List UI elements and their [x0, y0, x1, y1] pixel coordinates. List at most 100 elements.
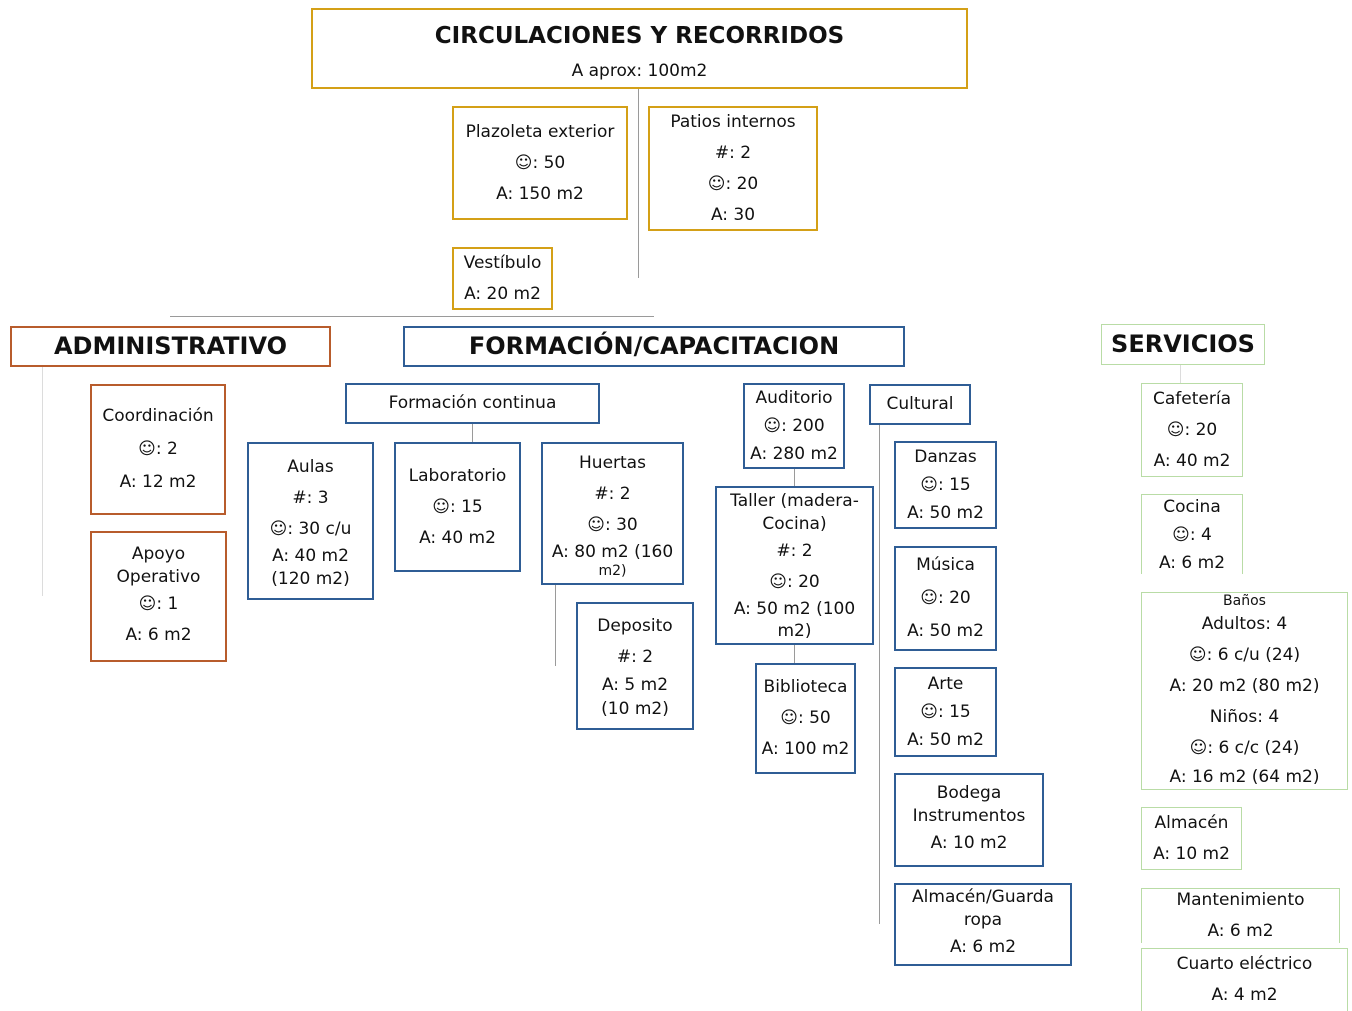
node-coordinacion-line: ☺: 2: [138, 439, 178, 459]
cultural-title: Cultural: [886, 394, 954, 414]
servicios-title: SERVICIOS: [1111, 330, 1255, 358]
node-biblioteca: Biblioteca ☺: 50 A: 100 m2: [755, 663, 856, 774]
node-biblioteca-line: A: 100 m2: [761, 739, 850, 759]
node-laboratorio-line: ☺: 15: [432, 496, 483, 517]
node-vestibulo: Vestíbulo A: 20 m2: [452, 247, 553, 310]
node-biblioteca-line: ☺: 50: [780, 708, 831, 728]
node-deposito-line: #: 2: [616, 647, 654, 667]
connector: [42, 366, 43, 596]
node-auditorio-line: A: 280 m2: [750, 444, 838, 464]
node-almacen-servicios-line: Almacén: [1154, 812, 1229, 833]
node-danzas-line: Danzas: [914, 447, 977, 467]
node-plazoleta: Plazoleta exterior ☺: 50 A: 150 m2: [452, 106, 628, 220]
node-huertas-line: ☺: 30: [587, 515, 638, 535]
node-almacen-guarda-line: A: 6 m2: [949, 937, 1017, 957]
connector: [794, 644, 795, 664]
node-musica-line: Música: [916, 555, 975, 575]
node-almacen-servicios: Almacén A: 10 m2: [1141, 807, 1242, 870]
node-coordinacion-line: Coordinación: [102, 406, 214, 426]
node-apoyo-line: ☺: 1: [138, 593, 179, 614]
node-cocina-line: Cocina: [1163, 496, 1221, 517]
node-aulas: Aulas #: 3 ☺: 30 c/u A: 40 m2 (120 m2): [247, 442, 374, 600]
node-taller-line: #: 2: [776, 541, 813, 561]
node-aulas-line: Aulas: [287, 456, 334, 477]
node-coordinacion: Coordinación ☺: 2 A: 12 m2: [90, 384, 226, 515]
node-patios-line: #: 2: [714, 142, 752, 163]
node-banos: Baños Adultos: 4 ☺: 6 c/u (24) A: 20 m2 …: [1141, 592, 1348, 790]
node-laboratorio-line: A: 40 m2: [419, 527, 496, 548]
connector: [1180, 365, 1181, 385]
formacion-header: FORMACIÓN/CAPACITACION: [403, 326, 905, 367]
node-cafeteria-line: A: 40 m2: [1153, 450, 1231, 471]
node-almacen-guarda-line: Almacén/Guarda: [912, 887, 1054, 907]
node-patios-line: A: 30: [710, 204, 756, 225]
node-mantenimiento-line: A: 6 m2: [1207, 921, 1274, 941]
node-deposito-line: Deposito: [597, 616, 673, 636]
node-taller-line: m2): [777, 621, 812, 641]
node-cocina-line: ☺: 4: [1172, 524, 1212, 545]
node-bodega-line: Bodega: [936, 782, 1002, 803]
node-patios-line: ☺: 20: [707, 173, 759, 194]
node-arte-line: ☺: 15: [920, 702, 971, 722]
node-banos-line: Niños: 4: [1209, 706, 1280, 727]
node-mantenimiento: Mantenimiento A: 6 m2: [1141, 888, 1340, 943]
circulaciones-header: CIRCULACIONES Y RECORRIDOS A aprox: 100m…: [311, 8, 968, 89]
connector: [794, 468, 795, 486]
node-patios-line: Patios internos: [670, 111, 796, 132]
node-taller: Taller (madera- Cocina) #: 2 ☺: 20 A: 50…: [715, 486, 874, 645]
node-deposito-line: (10 m2): [601, 699, 669, 719]
node-arte: Arte ☺: 15 A: 50 m2: [894, 667, 997, 757]
node-almacen-servicios-line: A: 10 m2: [1153, 843, 1230, 864]
node-taller-line: A: 50 m2 (100: [733, 599, 856, 619]
node-bodega-line: A: 10 m2: [930, 832, 1008, 853]
connector: [638, 88, 639, 278]
formacion-continua-title: Formación continua: [388, 393, 557, 413]
node-huertas-line: m2): [598, 563, 627, 579]
node-aulas-line: ☺: 30 c/u: [269, 518, 352, 539]
node-biblioteca-line: Biblioteca: [763, 677, 848, 697]
node-auditorio: Auditorio ☺: 200 A: 280 m2: [743, 383, 845, 469]
node-cocina: Cocina ☺: 4 A: 6 m2: [1141, 494, 1243, 574]
node-deposito-line: A: 5 m2: [601, 675, 669, 695]
node-apoyo-line: A: 6 m2: [125, 624, 192, 645]
node-huertas-line: #: 2: [594, 484, 631, 504]
node-banos-line: Baños: [1223, 592, 1266, 609]
node-banos-line: ☺: 6 c/u (24): [1188, 644, 1301, 665]
node-taller-line: Taller (madera-: [730, 491, 859, 511]
node-cafeteria-line: ☺: 20: [1166, 419, 1218, 440]
node-almacen-guarda-line: ropa: [963, 910, 1003, 930]
connector: [170, 316, 654, 317]
node-vestibulo-line: Vestíbulo: [463, 252, 542, 273]
node-huertas: Huertas #: 2 ☺: 30 A: 80 m2 (160 m2): [541, 442, 684, 585]
node-banos-line: A: 16 m2 (64 m2): [1169, 766, 1320, 787]
node-cocina-line: A: 6 m2: [1158, 552, 1226, 573]
node-musica-line: A: 50 m2: [907, 621, 984, 641]
node-danzas-line: A: 50 m2: [907, 503, 984, 523]
node-apoyo-line: Apoyo: [131, 543, 186, 564]
node-banos-line: ☺: 6 c/c (24): [1189, 737, 1300, 758]
node-apoyo: Apoyo Operativo ☺: 1 A: 6 m2: [90, 531, 227, 662]
node-arte-line: A: 50 m2: [907, 730, 984, 750]
node-auditorio-line: Auditorio: [755, 388, 833, 408]
node-deposito: Deposito #: 2 A: 5 m2 (10 m2): [576, 602, 694, 730]
administrativo-header: ADMINISTRATIVO: [10, 326, 331, 367]
node-musica-line: ☺: 20: [920, 588, 971, 608]
node-cafeteria-line: Cafetería: [1153, 388, 1231, 409]
node-plazoleta-line: ☺: 50: [514, 152, 566, 173]
servicios-header: SERVICIOS: [1101, 324, 1265, 365]
node-aulas-line: (120 m2): [271, 568, 350, 589]
circulaciones-area: A aprox: 100m2: [571, 60, 708, 81]
connector: [555, 584, 556, 666]
node-almacen-guarda: Almacén/Guarda ropa A: 6 m2: [894, 883, 1072, 966]
node-cuarto-electrico-line: A: 4 m2: [1211, 985, 1278, 1005]
connector: [879, 424, 880, 924]
cultural-header: Cultural: [869, 384, 971, 425]
node-taller-line: Cocina): [762, 514, 827, 534]
node-huertas-line: A: 80 m2 (160: [551, 542, 674, 562]
node-arte-line: Arte: [927, 674, 964, 694]
node-laboratorio: Laboratorio ☺: 15 A: 40 m2: [394, 442, 521, 572]
node-banos-line: A: 20 m2 (80 m2): [1169, 675, 1320, 696]
node-danzas-line: ☺: 15: [920, 475, 971, 495]
node-cuarto-electrico-line: Cuarto eléctrico: [1176, 954, 1313, 974]
node-banos-line: Adultos: 4: [1201, 613, 1288, 634]
